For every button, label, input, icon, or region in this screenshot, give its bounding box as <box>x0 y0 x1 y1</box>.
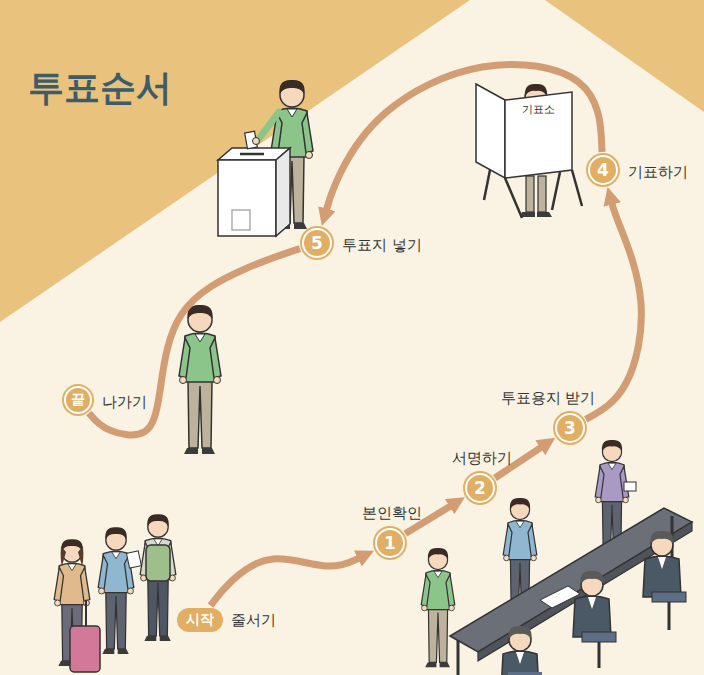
step-label: 나가기 <box>102 393 147 411</box>
step-label: 투표용지 받기 <box>501 389 596 407</box>
booth-label: 기표소 <box>522 103 555 116</box>
ballot-box-scene <box>218 80 313 236</box>
queue <box>54 514 176 672</box>
step-circle: 5투표지 넣기 <box>302 228 332 258</box>
diagram-title: 투표순서 <box>28 66 172 109</box>
step-circle: 1본인확인 <box>375 528 405 558</box>
step-circle: 4기표하기 <box>588 155 618 185</box>
step-number: 4 <box>597 160 609 180</box>
step-label: 투표지 넣기 <box>342 236 422 254</box>
step-number: 2 <box>474 478 486 498</box>
step-number: 시작 <box>186 611 214 629</box>
step-circle: 2서명하기 <box>465 473 495 503</box>
step-circle: 끝나가기 <box>64 386 92 414</box>
step-number: 5 <box>311 233 323 253</box>
step-circle: 3투표용지 받기 <box>555 413 585 443</box>
walking-voter <box>179 305 221 454</box>
step-label: 본인확인 <box>362 504 422 522</box>
step-number: 1 <box>384 533 396 553</box>
reception-table <box>421 440 692 675</box>
flow-arrow <box>89 249 300 435</box>
step-number: 3 <box>564 418 576 438</box>
step-label: 서명하기 <box>452 449 512 467</box>
flow-arrow <box>586 202 642 419</box>
step-label: 줄서기 <box>231 611 276 629</box>
step-label: 기표하기 <box>628 163 688 181</box>
step-badge: 시작줄서기 <box>177 608 223 632</box>
step-number: 끝 <box>71 391 85 409</box>
flow-arrow <box>211 557 361 605</box>
voting-booth <box>476 84 582 218</box>
flow-arrow <box>326 64 602 211</box>
